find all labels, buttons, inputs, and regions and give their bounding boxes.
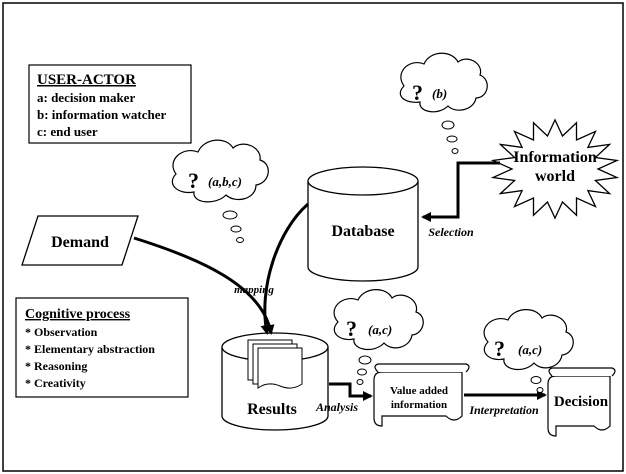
user-actor-item-c: c: end user — [37, 124, 98, 139]
database-label: Database — [331, 223, 394, 240]
information-world-label-1: Information — [513, 149, 597, 166]
documents-icon — [247, 339, 303, 389]
question-mark-ac-1: ? — [346, 316, 357, 341]
information-world-label-2: world — [535, 168, 575, 185]
thought-b-text: (b) — [432, 86, 447, 101]
analysis-arrow — [329, 382, 373, 401]
thought-cloud-ac-interpretation: ? (a,c) — [483, 309, 574, 393]
thought-abc-text: (a,b,c) — [208, 174, 242, 189]
cognitive-item-reasoning: * Reasoning — [25, 359, 87, 373]
cognitive-item-observation: * Observation — [25, 325, 98, 339]
value-added-node: Value added information — [373, 363, 470, 427]
results-label: Results — [247, 401, 297, 418]
question-mark-b: ? — [412, 80, 423, 105]
user-actor-item-b: b: information watcher — [37, 107, 166, 122]
database-to-results-arrow — [260, 202, 309, 335]
thought-cloud-abc: ? (a,b,c) — [171, 139, 269, 243]
user-actor-title: USER-ACTOR — [37, 72, 136, 88]
decision-label: Decision — [554, 394, 609, 410]
cognitive-item-creativity: * Creativity — [25, 376, 86, 390]
decision-node: Decision — [547, 367, 616, 437]
mapping-label: mapping — [234, 284, 274, 296]
analysis-label: Analysis — [315, 400, 358, 414]
user-actor-item-a: a: decision maker — [37, 90, 135, 105]
question-mark-abc: ? — [188, 168, 199, 193]
thought-ac-1-text: (a,c) — [368, 322, 392, 337]
question-mark-ac-2: ? — [494, 336, 505, 361]
results-node: Results — [221, 332, 329, 431]
value-added-label-2: information — [391, 399, 447, 411]
thought-ac-2-text: (a,c) — [518, 342, 542, 357]
cognitive-process-box: Cognitive process * Observation * Elemen… — [15, 297, 189, 398]
user-actor-box: USER-ACTOR a: decision maker b: informat… — [28, 64, 192, 144]
database-node: Database — [307, 166, 419, 282]
mapping-arrow — [133, 236, 275, 335]
thought-cloud-ac-analysis: ? (a,c) — [333, 289, 424, 385]
interpretation-label: Interpretation — [468, 403, 539, 417]
demand-label: Demand — [51, 234, 109, 251]
thought-cloud-b: ? (b) — [399, 52, 488, 154]
value-added-label-1: Value added — [390, 385, 448, 397]
demand-node: Demand — [21, 215, 139, 266]
information-world-node: Information world — [490, 118, 620, 220]
cognitive-title: Cognitive process — [25, 307, 131, 322]
selection-label: Selection — [428, 225, 474, 239]
selection-arrow — [421, 161, 500, 222]
cognitive-item-abstraction: * Elementary abstraction — [25, 342, 155, 356]
